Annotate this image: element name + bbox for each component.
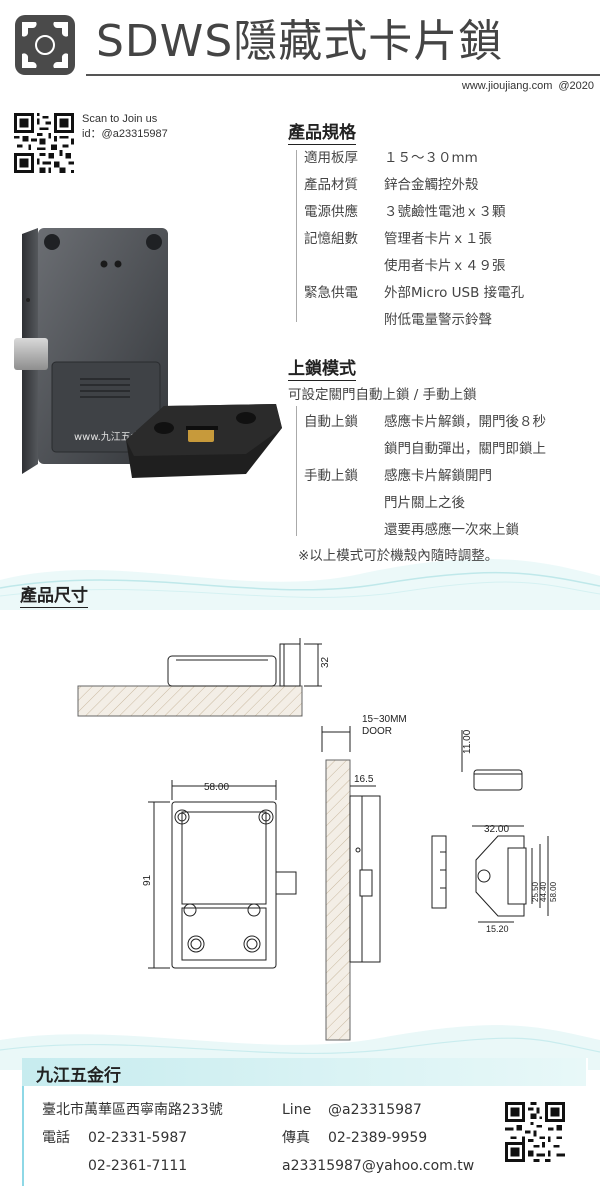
dim-top-height: 32 xyxy=(320,656,331,668)
phone-number[interactable]: 02-2331-5987 xyxy=(88,1130,188,1146)
spec-divider xyxy=(296,150,297,322)
email-link[interactable]: a23315987@yahoo.com.tw xyxy=(282,1158,475,1174)
spec-row: 附低電量警示鈴聲 xyxy=(304,307,524,334)
copyright-year: @2020 xyxy=(558,80,594,92)
dimension-section-title: 產品尺寸 xyxy=(20,581,88,608)
lock-mode-divider xyxy=(296,406,297,536)
spec-value: １５～３０mm xyxy=(384,150,478,166)
dim-door-range: 15~30MM xyxy=(362,714,407,725)
spec-row: 使用者卡片ｘ４９張 xyxy=(304,253,524,280)
line-id-text: id：@a23315987 xyxy=(82,128,168,140)
dim-strike-a: 25.50 xyxy=(531,881,540,902)
lock-mode-value: 鎖門自動彈出，關門即鎖上 xyxy=(384,441,546,457)
qr-code-icon[interactable] xyxy=(505,1102,565,1162)
phone-label: 電話 xyxy=(42,1130,70,1146)
spec-row: 產品材質 鋅合金觸控外殼 xyxy=(304,172,524,199)
contact-left: 臺北市萬華區西寧南路233號 電話 02-2331-5987 02-2361-71… xyxy=(42,1096,223,1180)
header-tagline: www.jioujiang.com @2020 xyxy=(456,80,594,92)
spec-label: 產品材質 xyxy=(304,177,358,193)
lock-mode-list: 自動上鎖 感應卡片解鎖，開門後８秒 鎖門自動彈出，關門即鎖上 手動上鎖 感應卡片解鎖… xyxy=(304,409,546,544)
header-divider xyxy=(86,74,600,76)
company-banner xyxy=(22,1058,586,1086)
spec-row: 電源供應 ３號鹼性電池ｘ３顆 xyxy=(304,199,524,226)
spec-row: 適用板厚 １５～３０mm xyxy=(304,145,524,172)
lock-mode-note: ※以上模式可於機殼內隨時調整。 xyxy=(298,548,499,564)
dim-height: 91 xyxy=(142,874,153,886)
spec-value: 鋅合金觸控外殼 xyxy=(384,177,479,193)
spec-value: 附低電量警示鈴聲 xyxy=(384,312,492,328)
spec-section-title: 產品規格 xyxy=(288,118,356,145)
spec-row: 緊急供電 外部Micro USB 接電孔 xyxy=(304,280,524,307)
dim-strike-b: 44.40 xyxy=(539,881,548,902)
dim-width: 58.00 xyxy=(204,782,229,793)
spec-label: 電源供應 xyxy=(304,204,358,220)
dim-strike-c: 58.00 xyxy=(549,881,558,902)
dim-door-label: DOOR xyxy=(362,726,392,737)
spec-label: 適用板厚 xyxy=(304,150,358,166)
scan-text: Scan to Join us xyxy=(82,113,158,125)
address: 臺北市萬華區西寧南路233號 xyxy=(42,1102,223,1118)
decorative-wave xyxy=(0,558,600,610)
lock-mode-value: 門片關上之後 xyxy=(384,495,465,511)
phone-number[interactable]: 02-2361-7111 xyxy=(88,1158,188,1174)
lock-mode-intro: 可設定關門自動上鎖 / 手動上鎖 xyxy=(288,387,477,403)
spec-value: 管理者卡片ｘ１張 xyxy=(384,231,492,247)
lock-mode-section-title: 上鎖模式 xyxy=(288,354,356,381)
lock-mode-row: 門片關上之後 xyxy=(304,490,546,517)
line-id[interactable]: @a23315987 xyxy=(328,1102,422,1118)
contact-right: Line @a23315987 傳真 02-2389-9959 a23315987@… xyxy=(282,1096,474,1180)
product-photo: www.九江五金.tw xyxy=(14,228,282,478)
page-title: SDWS隱藏式卡片鎖 xyxy=(96,16,504,67)
four-circles-logo-icon xyxy=(15,15,75,75)
fax-number: 02-2389-9959 xyxy=(328,1130,428,1146)
lock-mode-label: 自動上鎖 xyxy=(304,414,358,430)
dim-strike-width: 32.00 xyxy=(484,824,509,835)
dimension-drawings: 32 58.00 91 15~30MM DOOR 16.5 xyxy=(77,638,558,1041)
dim-strike-height: 11.00 xyxy=(462,729,473,754)
spec-label: 緊急供電 xyxy=(304,285,358,301)
line-label: Line xyxy=(282,1102,312,1118)
website-link[interactable]: www.jioujiang.com xyxy=(461,80,553,92)
lock-mode-value: 感應卡片解鎖開門 xyxy=(384,468,492,484)
spec-value: 使用者卡片ｘ４９張 xyxy=(384,258,506,274)
lock-mode-row: 還要再感應一次來上鎖 xyxy=(304,517,546,544)
spec-list: 適用板厚 １５～３０mm 產品材質 鋅合金觸控外殼 電源供應 ３號鹼性電池ｘ３顆 記憶… xyxy=(304,145,524,334)
spec-label: 記憶組數 xyxy=(304,231,358,247)
lock-mode-row: 鎖門自動彈出，關門即鎖上 xyxy=(304,436,546,463)
scan-info: Scan to Join us id：@a23315987 xyxy=(82,112,168,142)
lock-mode-row: 自動上鎖 感應卡片解鎖，開門後８秒 xyxy=(304,409,546,436)
dim-offset: 16.5 xyxy=(354,774,374,785)
lock-mode-label: 手動上鎖 xyxy=(304,468,358,484)
spec-row: 記憶組數 管理者卡片ｘ１張 xyxy=(304,226,524,253)
lock-mode-row: 手動上鎖 感應卡片解鎖開門 xyxy=(304,463,546,490)
lock-mode-value: 還要再感應一次來上鎖 xyxy=(384,522,519,538)
company-name: 九江五金行 xyxy=(36,1066,121,1086)
dim-strike-d: 15.20 xyxy=(486,924,509,934)
lock-mode-value: 感應卡片解鎖，開門後８秒 xyxy=(384,414,546,430)
spec-value: ３號鹼性電池ｘ３顆 xyxy=(384,204,506,220)
qr-code-icon[interactable] xyxy=(14,113,74,173)
spec-value: 外部Micro USB 接電孔 xyxy=(384,285,525,301)
fax-label: 傳真 xyxy=(282,1130,310,1146)
